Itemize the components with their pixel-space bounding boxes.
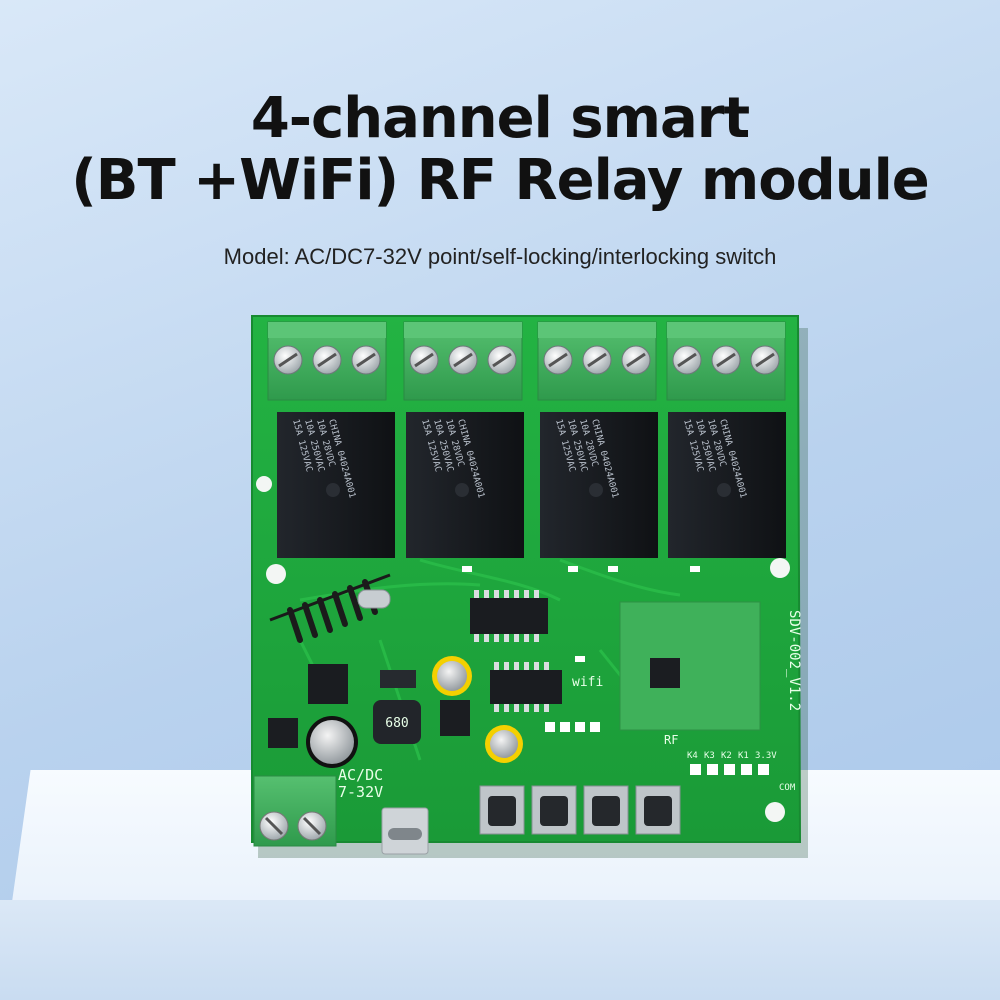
- regulator: [440, 700, 470, 736]
- terminal-block-4: [666, 321, 786, 401]
- mounting-hole: [266, 564, 286, 584]
- tactile-button-2: [531, 785, 577, 835]
- tactile-button-3: [583, 785, 629, 835]
- terminal-block-2: [403, 321, 523, 401]
- header-pin: [741, 764, 752, 775]
- page-subtitle: Model: AC/DC7-32V point/self-locking/int…: [223, 244, 777, 269]
- tactile-buttons: [479, 785, 681, 835]
- ic-small: [308, 664, 348, 704]
- transistor: [268, 718, 298, 748]
- page-title: 4-channel smart (BT +WiFi) RF Relay modu…: [0, 88, 1000, 212]
- display-pedestal-front: [0, 900, 1000, 1000]
- header-pin-label: K4: [687, 751, 698, 761]
- header-pin: [758, 764, 769, 775]
- capacitor-medium: [432, 656, 472, 696]
- tactile-button-1: [479, 785, 525, 835]
- terminal-block-1: [267, 321, 387, 401]
- diode: [380, 670, 416, 688]
- title-line-2: (BT +WiFi) RF Relay module: [71, 148, 930, 213]
- crystal-oscillator: [357, 589, 391, 609]
- header-pin: [724, 764, 735, 775]
- module-label: SDV-002_V1.2: [786, 610, 802, 711]
- mounting-hole: [770, 558, 790, 578]
- rf-label: RF: [664, 733, 678, 747]
- header-pins: K4 K3 K2 K1 3.3V: [687, 751, 777, 775]
- inductor: 680: [373, 700, 421, 744]
- header-pin-label: K1: [738, 751, 749, 761]
- usb-c-port: [381, 807, 429, 855]
- header-pin-label: K2: [721, 751, 732, 761]
- ic-chip-upper: [470, 590, 548, 642]
- terminal-block-3: [537, 321, 657, 401]
- mounting-hole: [256, 476, 272, 492]
- relay-terminals: [267, 321, 786, 401]
- inductor-label: 680: [385, 716, 408, 731]
- wifi-bt-module: SDV-002_V1.2: [619, 601, 802, 731]
- power-label-2: 7-32V: [338, 783, 383, 801]
- tactile-button-4: [635, 785, 681, 835]
- power-terminal: [253, 775, 337, 847]
- header-pin: [707, 764, 718, 775]
- title-line-1: 4-channel smart: [250, 86, 750, 151]
- ic-chip-lower: [490, 662, 562, 712]
- power-label-1: AC/DC: [338, 766, 383, 784]
- header-pin: [690, 764, 701, 775]
- pin-header-small: [545, 722, 600, 732]
- header-pin-label: K3: [704, 751, 715, 761]
- status-leds: [462, 566, 700, 662]
- rf-antenna-coil: [269, 573, 391, 643]
- mounting-hole: [765, 802, 785, 822]
- wifi-label: wifi: [572, 675, 603, 690]
- capacitor-large: [306, 716, 358, 768]
- com-label: COM: [779, 783, 796, 793]
- capacitor-small: [485, 725, 523, 763]
- header-pin-label: 3.3V: [755, 751, 777, 761]
